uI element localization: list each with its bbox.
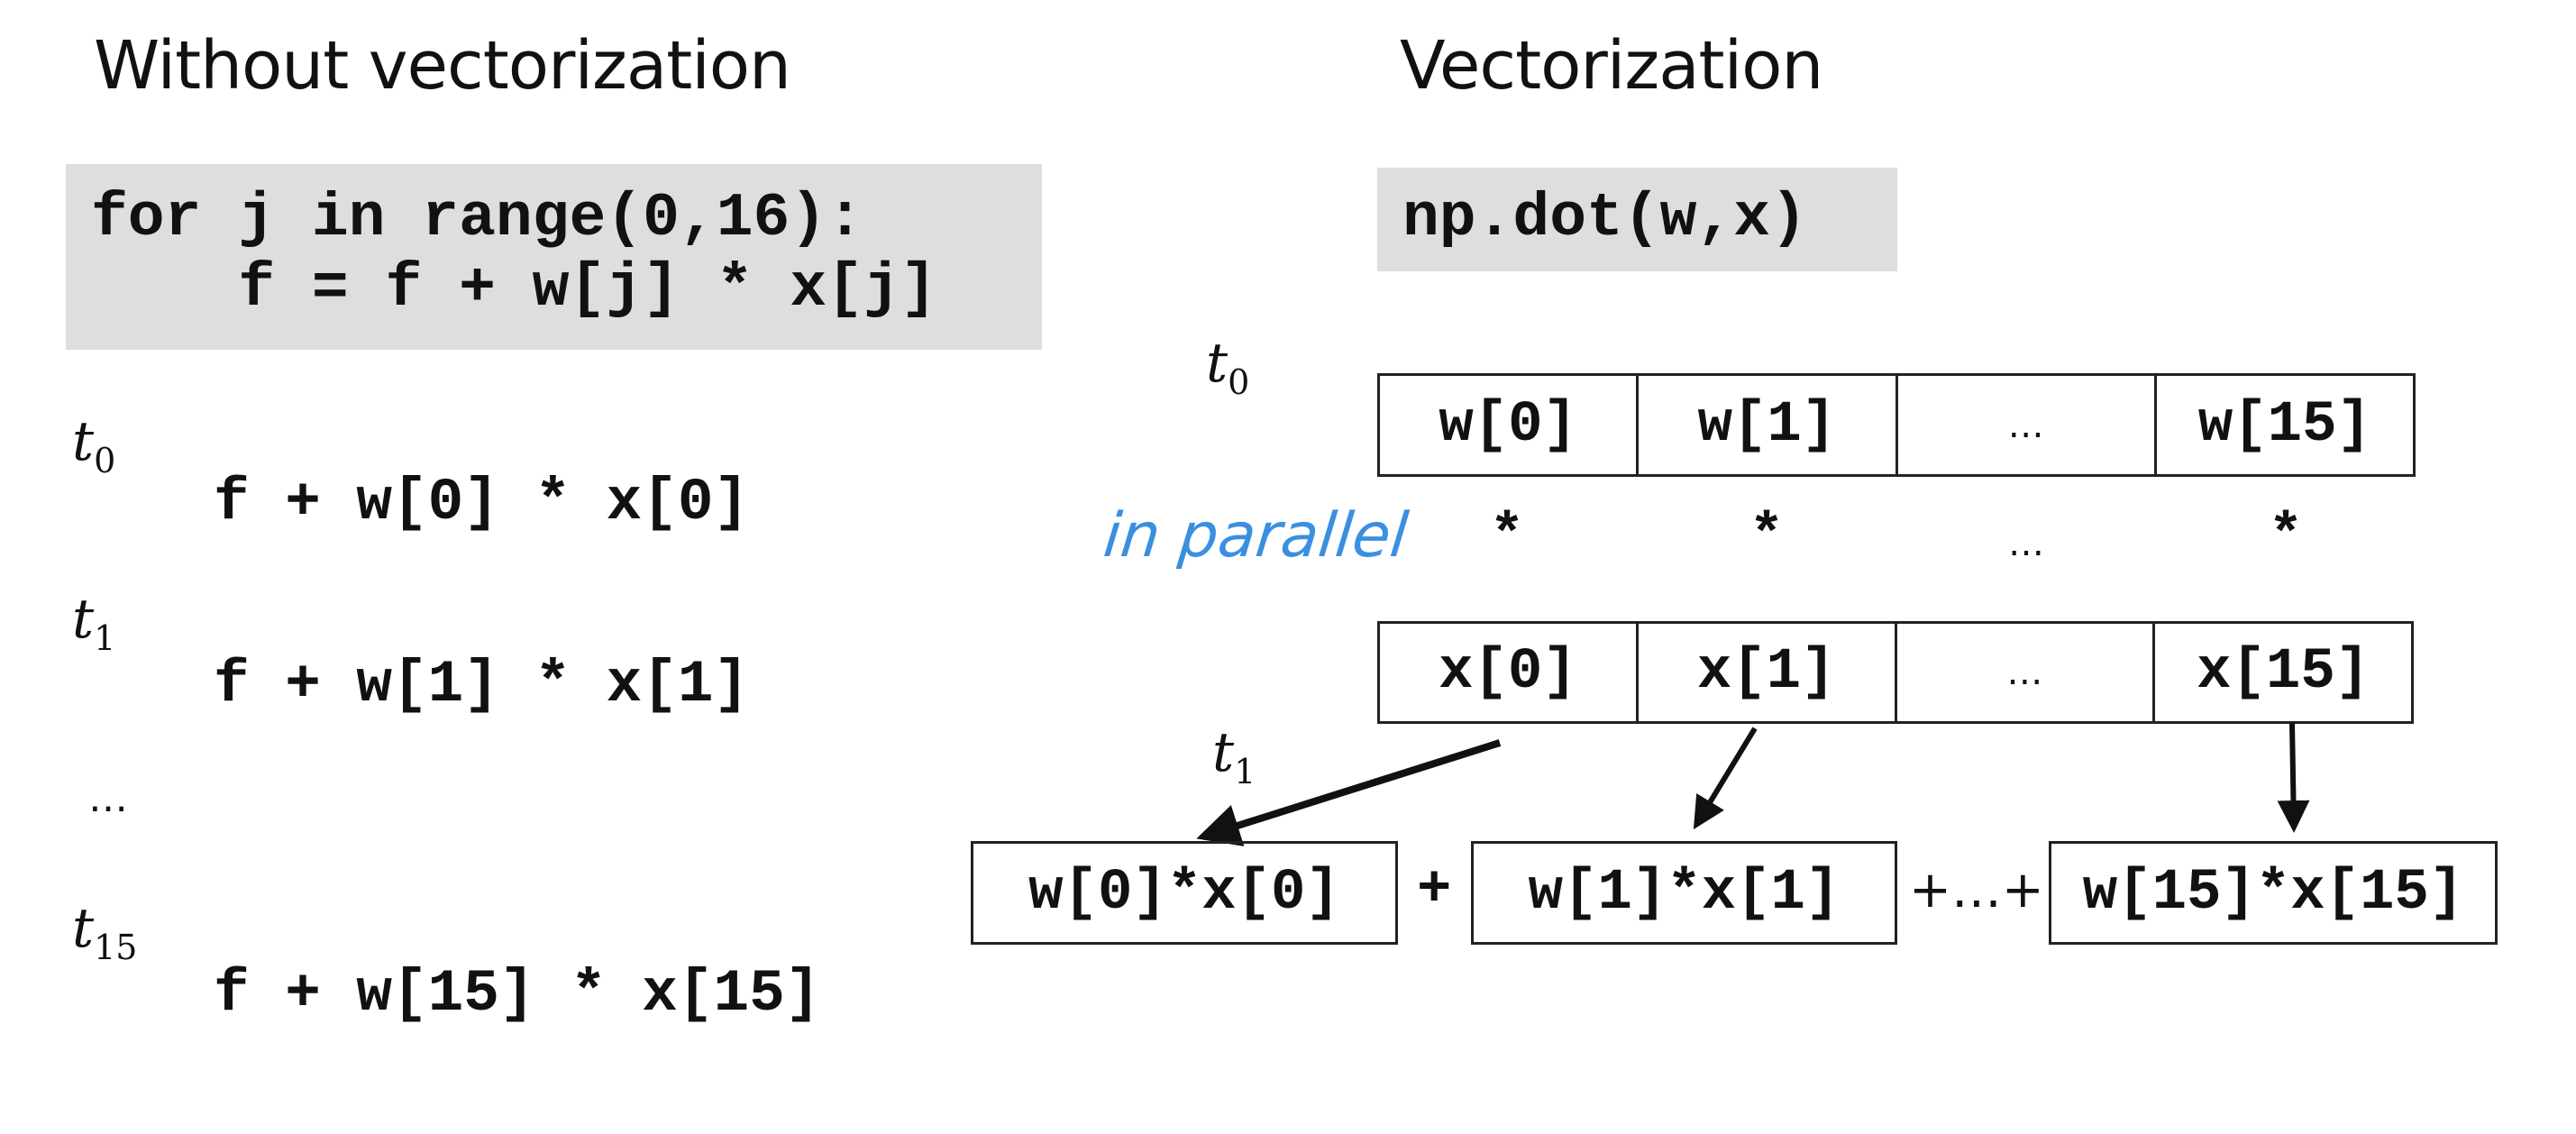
w-vector: w[0] w[1] … w[15] xyxy=(1377,373,2416,477)
step-t1-label: t1 xyxy=(72,588,116,658)
multiply-op: * xyxy=(1489,505,1525,570)
step-t0-expr: f + w[0] * x[0] xyxy=(214,469,750,536)
product-box: w[0]*x[0] xyxy=(971,841,1398,945)
multiply-op-ellipsis: … xyxy=(2008,523,2044,564)
code-line-2: f = f + w[j] * x[j] xyxy=(91,254,937,324)
x-cell: x[0] xyxy=(1380,624,1639,721)
npdot-code: np.dot(w,x) xyxy=(1402,184,1807,253)
step-t15-label: t15 xyxy=(72,897,138,967)
arrow-0 xyxy=(1196,739,1502,846)
step-ellipsis: … xyxy=(88,775,128,821)
w-cell: w[15] xyxy=(2197,392,2371,458)
x-cell: x[15] xyxy=(2197,640,2370,705)
right-title: Vectorization xyxy=(1400,27,1823,105)
x-cell: x[1] xyxy=(1639,624,1897,721)
product-box: w[1]*x[1] xyxy=(1471,841,1897,945)
vector-t1-label: t1 xyxy=(1212,721,1256,791)
arrow-1 xyxy=(1693,727,1758,830)
plus-ellipsis-op: +…+ xyxy=(1909,861,2044,919)
code-line-1: for j in range(0,16): xyxy=(91,184,863,253)
w-cell: w[1] xyxy=(1639,376,1898,474)
left-title: Without vectorization xyxy=(94,27,791,105)
multiply-op: * xyxy=(2268,505,2304,570)
multiply-op: * xyxy=(1749,505,1785,570)
w-cell: w[0] xyxy=(1380,376,1640,474)
w-cell-ellipsis: … xyxy=(1898,376,2157,474)
x-cell-ellipsis: … xyxy=(1897,624,2156,721)
vector-t0-label: t0 xyxy=(1206,332,1250,402)
plus-op: + xyxy=(1417,858,1452,923)
npdot-code-box: np.dot(w,x) xyxy=(1377,168,1897,271)
step-t1-expr: f + w[1] * x[1] xyxy=(214,651,750,718)
step-t15-expr: f + w[15] * x[15] xyxy=(214,960,821,1028)
loop-code-box: for j in range(0,16): f = f + w[j] * x[j… xyxy=(66,164,1042,350)
step-t0-label: t0 xyxy=(72,410,116,480)
x-vector: x[0] x[1] … x[15] xyxy=(1377,621,2414,724)
arrow-15 xyxy=(2277,722,2310,833)
product-box: w[15]*x[15] xyxy=(2049,841,2498,945)
